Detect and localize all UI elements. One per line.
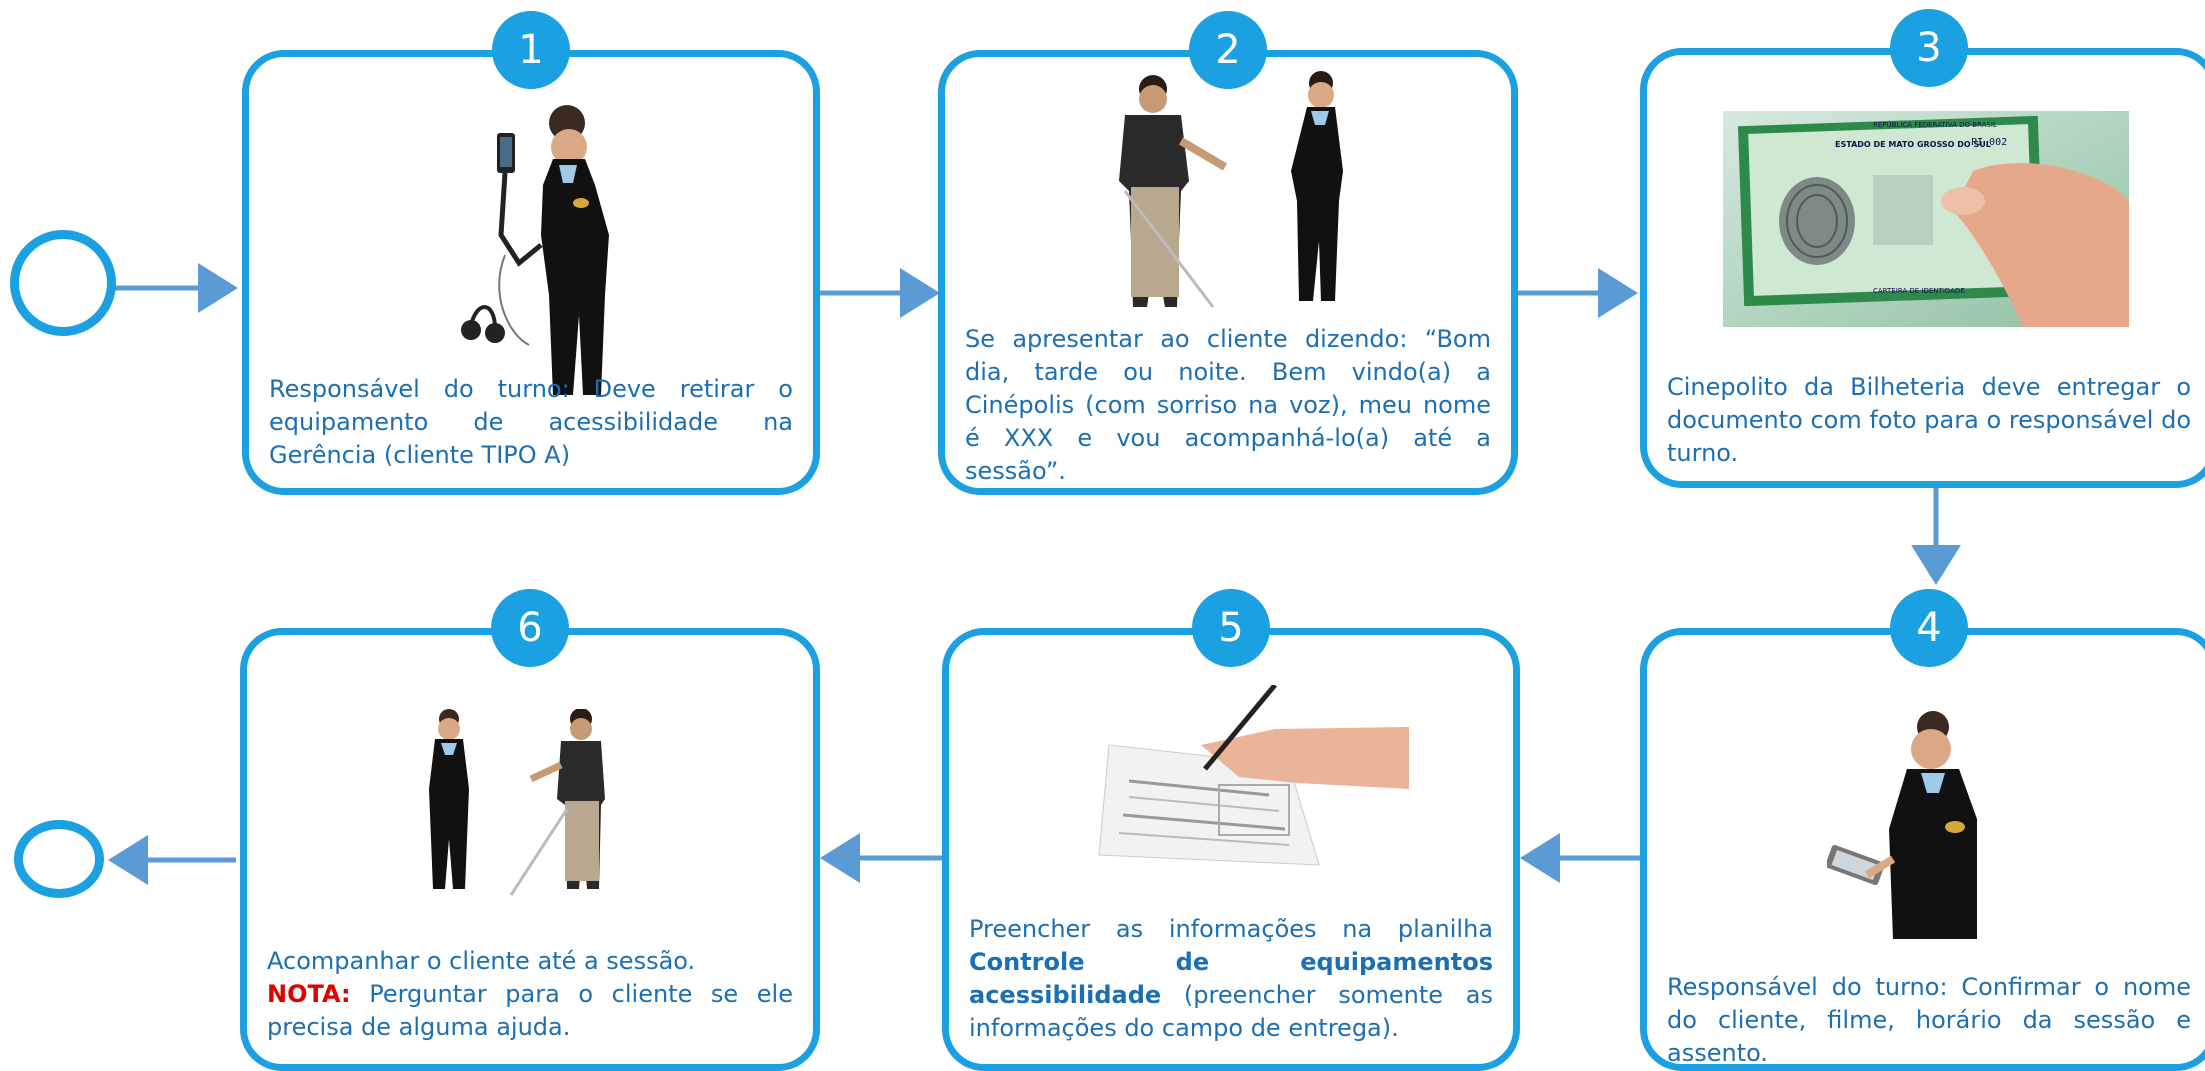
step-5-description: Preencher as informações na planilha Con…: [969, 913, 1493, 1045]
id-document-illustration: REPÚBLICA FEDERATIVA DO BRASIL ESTADO DE…: [1723, 111, 2129, 327]
step-1: 1 Responsável do turno: Deve retirar o e…: [242, 11, 820, 495]
step-number: 4: [1890, 589, 1968, 667]
step-5: 5 Preencher as informações na planilha C…: [942, 589, 1520, 1071]
step-3: 3 REPÚBLICA FEDERATIVA DO BRASIL ESTADO …: [1640, 9, 2205, 488]
step-2: 2 Se apresentar ao cliente dizendo: “Bom…: [938, 11, 1518, 495]
step-4-description: Responsável do turno: Confirmar o nome d…: [1667, 973, 2191, 1067]
step-6-text: Acompanhar o cliente até a sessão.: [267, 947, 696, 975]
escorting-illustration: [429, 709, 605, 896]
step-2-description: Se apresentar ao cliente dizendo: “Bom d…: [965, 325, 1491, 485]
attendant-device-illustration: [461, 105, 609, 395]
step-6: 6 Acompanhar o cliente até a sessão. NOT…: [240, 589, 820, 1071]
step-5-text-bold: Controle de equipamentos acessibilidade: [969, 948, 1493, 1009]
step-5-text-after: (preencher somente as informações do cam…: [969, 981, 1493, 1042]
step-1-description: Responsável do turno: Deve retirar o equ…: [269, 375, 793, 469]
step-number: 6: [491, 589, 569, 667]
end-node: [14, 820, 104, 898]
step-number: 5: [1192, 589, 1270, 667]
greeting-illustration: [1119, 71, 1343, 308]
note-text: Perguntar para o cliente se ele precisa …: [267, 980, 793, 1041]
start-node: [10, 230, 116, 336]
id-number: PI 002: [1971, 137, 2007, 148]
id-footer: CARTEIRA DE IDENTIDADE: [1873, 287, 1965, 295]
step-number: 2: [1189, 11, 1267, 89]
attendant-tablet-illustration: [1827, 711, 1977, 939]
note-label: NOTA:: [267, 980, 351, 1008]
form-filling-illustration: [1098, 685, 1409, 866]
id-state: ESTADO DE MATO GROSSO DO SUL: [1835, 140, 1991, 149]
step-number: 3: [1890, 9, 1968, 87]
step-5-text-before: Preencher as informações na planilha: [969, 915, 1493, 943]
step-number: 1: [492, 11, 570, 89]
step-3-description: Cinepolito da Bilheteria deve entregar o…: [1667, 373, 2191, 467]
step-6-description: Acompanhar o cliente até a sessão. NOTA:…: [267, 945, 793, 1044]
step-4: 4 Responsável do turno: Confirmar o nome…: [1640, 589, 2205, 1071]
id-header: REPÚBLICA FEDERATIVA DO BRASIL: [1873, 120, 1997, 129]
